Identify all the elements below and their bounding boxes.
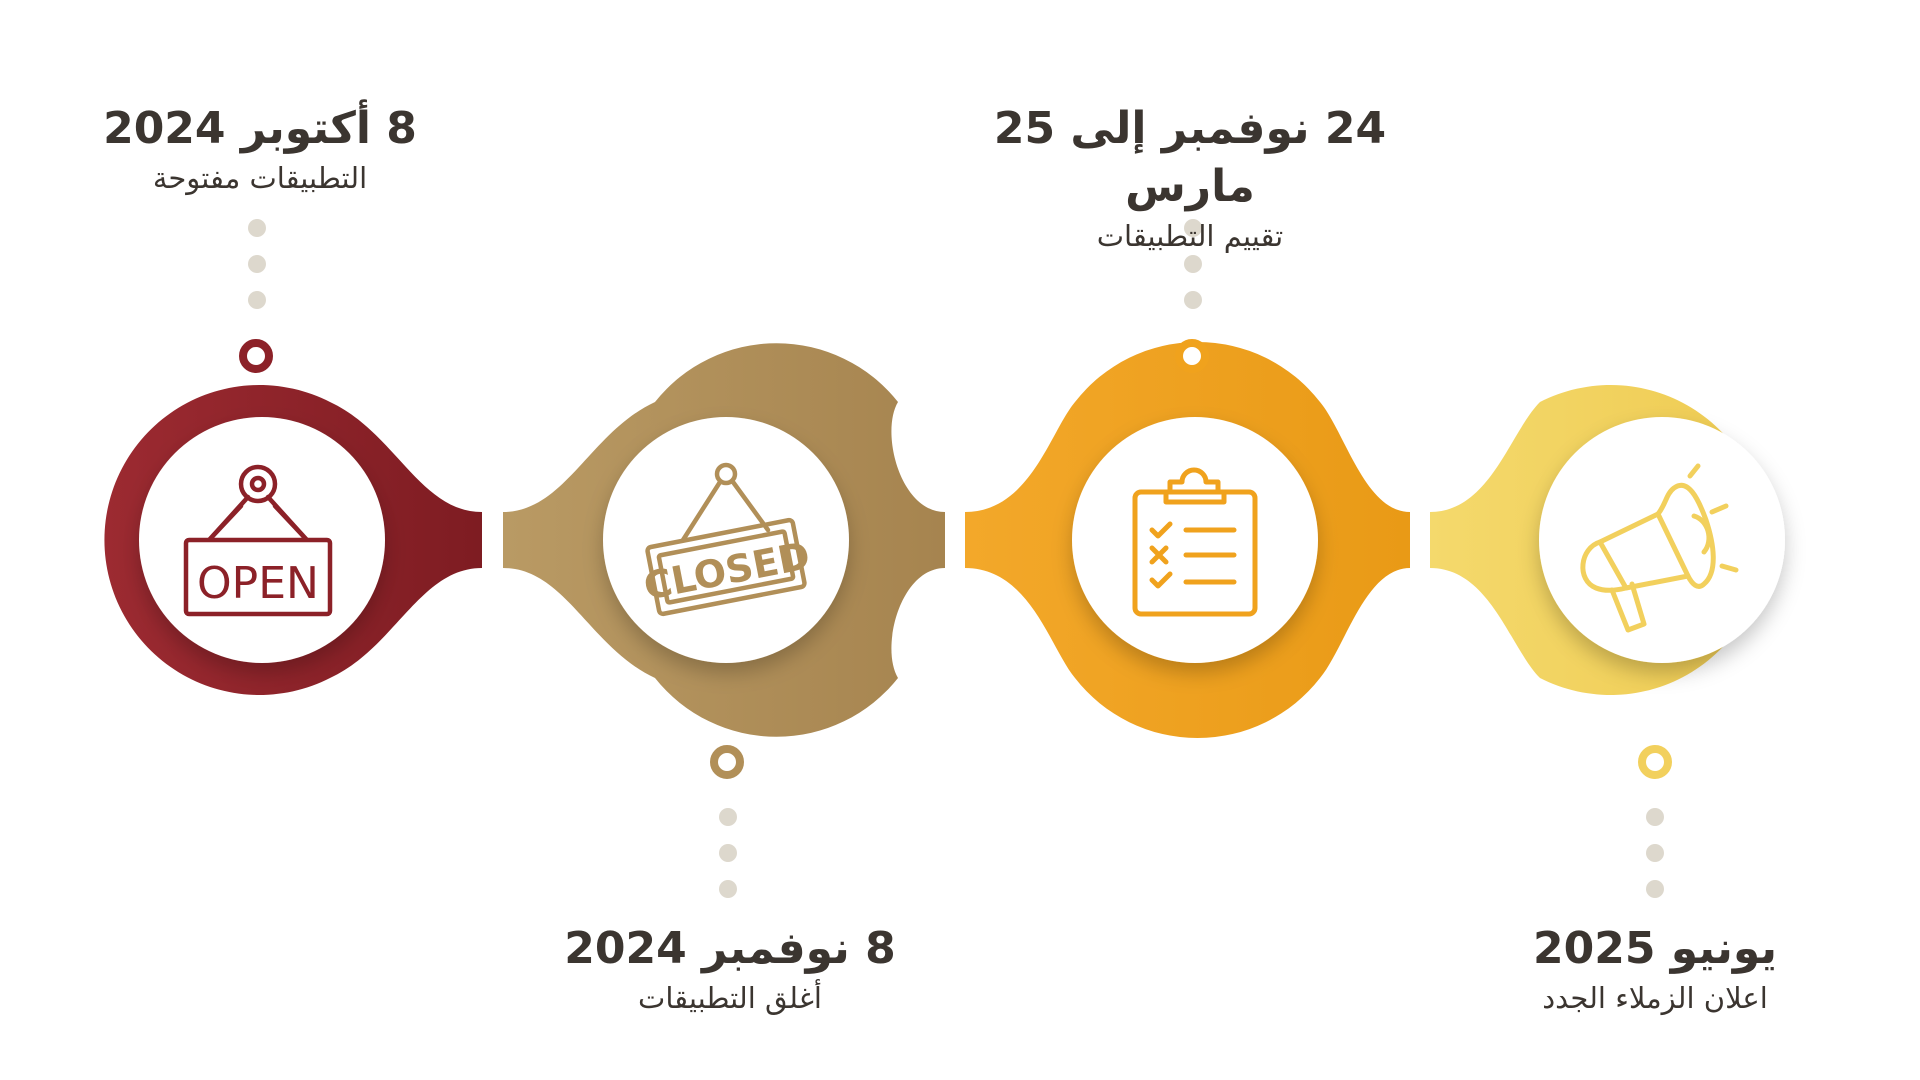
dotted-connector-2 (719, 808, 737, 898)
step-1-date: 8 أكتوبر 2024 (103, 103, 417, 154)
step-3-date: 24 نوفمبر إلى 25 مارس (993, 103, 1387, 212)
step-2-description: أغلق التطبيقات (638, 981, 822, 1015)
timeline-node-3 (965, 341, 1410, 739)
dotted-connector-4 (1646, 808, 1664, 898)
timeline-marker-4 (1638, 745, 1672, 779)
step-2-date: 8 نوفمبر 2024 (564, 923, 896, 974)
timeline-marker-1 (239, 339, 273, 373)
step-4-date: يونيو 2025 (1533, 923, 1777, 974)
dotted-connector-3 (1184, 219, 1202, 309)
step-1-description: التطبيقات مفتوحة (152, 161, 368, 195)
open-sign-icon: OPEN (183, 464, 333, 617)
timeline-node-2 (503, 343, 945, 737)
timeline-marker-2 (710, 745, 744, 779)
clipboard-checklist-icon (1132, 467, 1258, 617)
step-4-label: يونيو 2025 اعلان الزملاء الجدد (1395, 920, 1915, 1018)
timeline-step-2: CLOSED (503, 343, 945, 898)
timeline-step-1: OPEN (104, 219, 482, 695)
megaphone-icon (1580, 463, 1739, 633)
timeline-step-4 (1430, 385, 1785, 898)
step-3-description: تقييم التطبيقات (1096, 219, 1284, 253)
timeline-marker-3 (1175, 339, 1209, 373)
step-2-label: 8 نوفمبر 2024 أغلق التطبيقات (470, 920, 990, 1018)
dotted-connector-1 (248, 219, 266, 309)
timeline-node-4 (1430, 385, 1785, 695)
step-3-label: 24 نوفمبر إلى 25 مارس تقييم التطبيقات (930, 100, 1450, 256)
step-4-description: اعلان الزملاء الجدد (1542, 981, 1768, 1015)
step-1-label: 8 أكتوبر 2024 التطبيقات مفتوحة (0, 100, 520, 198)
open-sign-text: OPEN (197, 558, 319, 609)
timeline-step-3 (965, 219, 1410, 739)
